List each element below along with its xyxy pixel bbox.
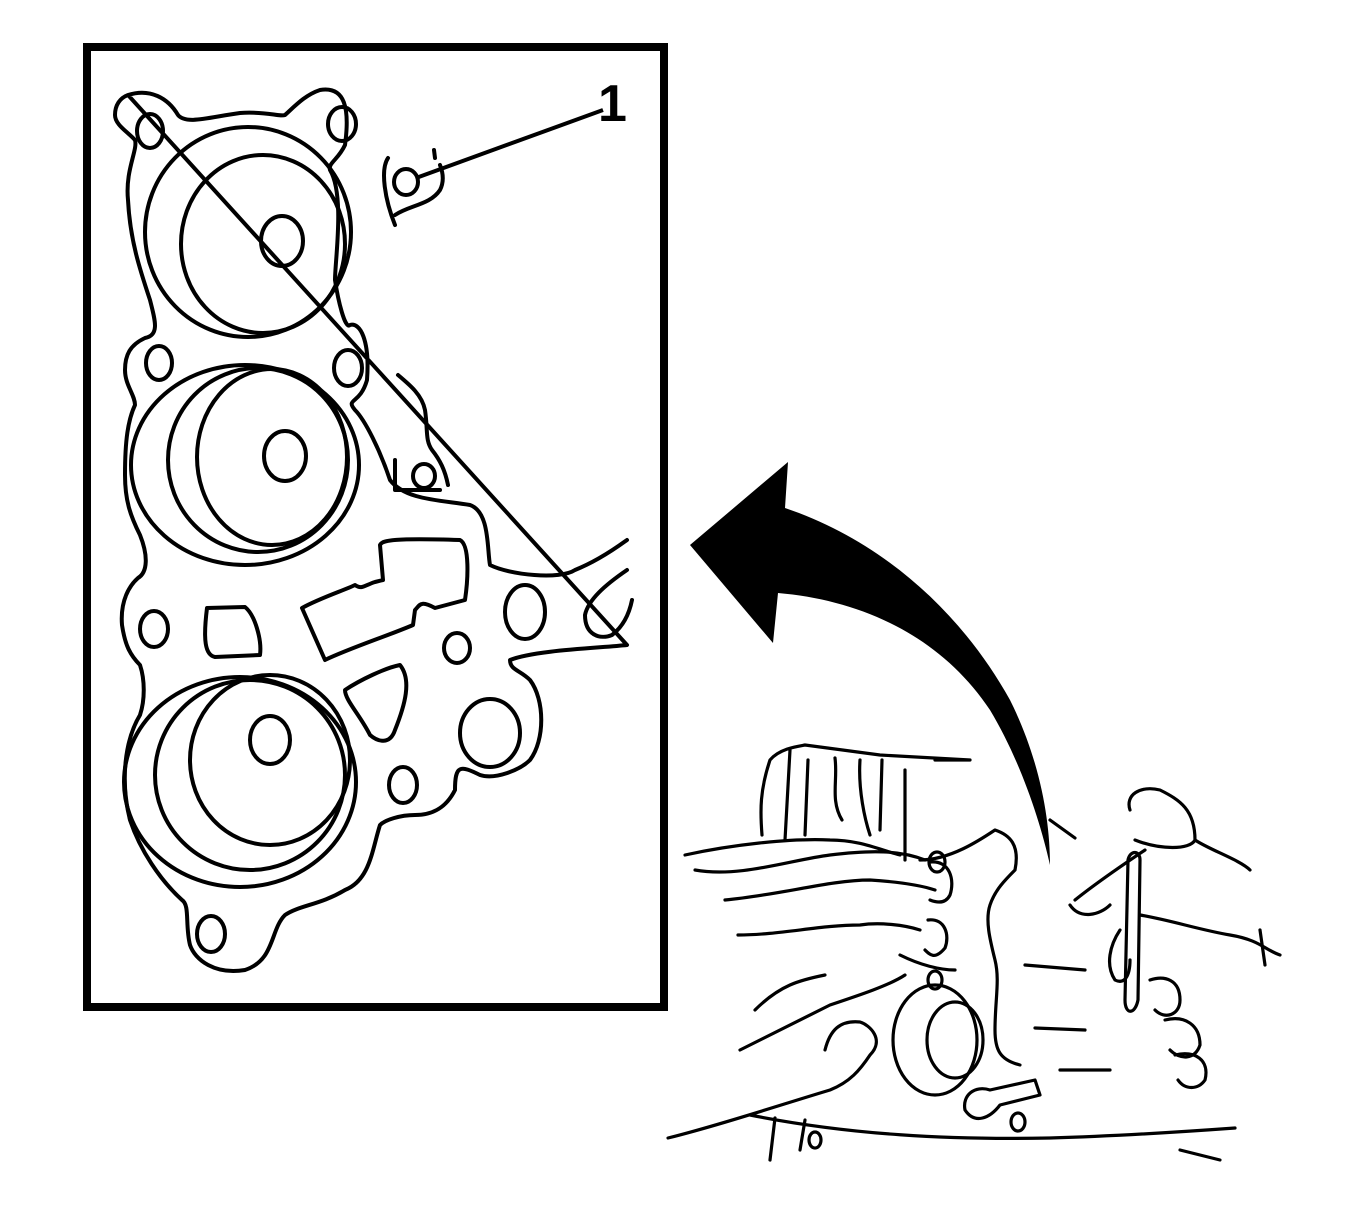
- probe-tool: [1123, 850, 1142, 1013]
- stray-lines: [1023, 818, 1267, 1162]
- component-body: [918, 828, 1022, 1067]
- base-plate: [748, 1113, 1237, 1162]
- callout-number-1: 1: [598, 75, 627, 133]
- passage: [300, 537, 470, 662]
- lower-bore-ring: [153, 678, 347, 872]
- bolt-hole: [144, 344, 174, 382]
- bolt-hole: [138, 609, 170, 649]
- base-hole: [1009, 1111, 1027, 1133]
- inset-detail-view: [83, 43, 668, 1011]
- left-hand-fingers: [683, 838, 937, 937]
- middle-bore-outer: [129, 363, 361, 567]
- bolt-hole: [326, 105, 358, 143]
- bolt-hole: [387, 765, 419, 805]
- lower-bore-inner: [188, 673, 352, 847]
- component-bore-outer: [891, 983, 979, 1097]
- curved-arrow-icon: [690, 462, 1050, 865]
- side-passage: [393, 373, 450, 492]
- port-hole: [458, 697, 522, 769]
- component-bore-inner: [925, 1000, 985, 1080]
- upper-bore-outer: [143, 125, 353, 339]
- passage: [203, 605, 263, 659]
- callout-target-hole: [392, 167, 420, 197]
- base-hole: [807, 1130, 823, 1150]
- small-hole: [442, 631, 472, 665]
- lower-bore-outer: [122, 675, 358, 889]
- left-hand-knuckles: [898, 860, 957, 972]
- component-hole: [926, 969, 944, 991]
- lower-bore-center: [248, 714, 292, 766]
- lower-left-hand: [666, 973, 907, 1140]
- housing-top: [759, 743, 972, 862]
- small-hole: [411, 462, 437, 490]
- port-hole: [503, 583, 547, 641]
- lever-tab: [963, 1078, 1042, 1121]
- right-hand: [1068, 787, 1282, 983]
- port-partial: [583, 568, 634, 639]
- bolt-hole: [332, 348, 364, 388]
- bolt-hole: [135, 112, 165, 150]
- right-fingers: [1148, 976, 1208, 1090]
- upper-bore-inner: [179, 153, 347, 335]
- component-hole: [927, 850, 947, 874]
- inset-frame: [83, 43, 668, 1011]
- tick-mark: [432, 148, 437, 160]
- upper-bore-center: [259, 214, 305, 268]
- middle-bore-inner: [195, 367, 349, 547]
- bolt-hole: [195, 914, 227, 954]
- passage: [343, 663, 409, 743]
- main-view-illustration: [666, 743, 1282, 1162]
- middle-bore-center: [262, 429, 308, 483]
- leader-line: [415, 108, 604, 180]
